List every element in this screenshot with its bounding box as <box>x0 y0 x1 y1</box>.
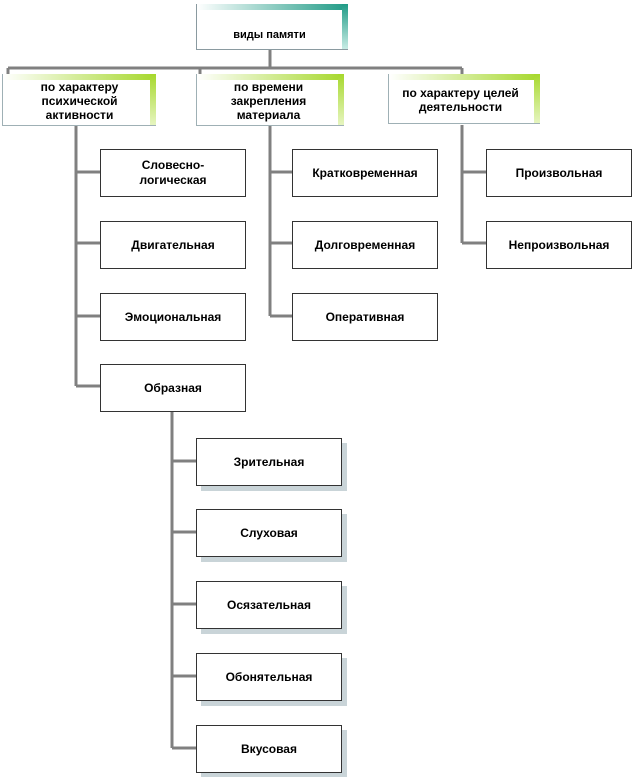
node-voluntary: Произвольная <box>486 149 632 197</box>
node-tactile: Осязательная <box>196 581 342 629</box>
node-involuntary: Непроизвольная <box>486 221 632 269</box>
node-verbal-logical: Словесно-логическая <box>100 149 246 197</box>
node-operative: Оперативная <box>292 293 438 341</box>
node-imagery: Образная <box>100 364 246 412</box>
category-psychic-activity: по характеру психической активности <box>2 74 156 126</box>
node-emotional: Эмоциональная <box>100 293 246 341</box>
category-activity-goals: по характеру целей деятельности <box>388 74 540 124</box>
node-visual: Зрительная <box>196 438 342 486</box>
category-label: по характеру психической активности <box>40 80 119 122</box>
root-node: виды памяти <box>196 4 348 50</box>
node-long-term: Долговременная <box>292 221 438 269</box>
category-label: по характеру целей деятельности <box>402 86 519 114</box>
node-auditory: Слуховая <box>196 509 342 557</box>
category-fixation-time: по времени закрепления материала <box>196 74 344 126</box>
category-label: по времени закрепления материала <box>230 80 307 122</box>
node-olfactory: Обонятельная <box>196 653 342 701</box>
root-label: виды памяти <box>233 29 306 41</box>
node-gustatory: Вкусовая <box>196 725 342 773</box>
node-short-term: Кратковременная <box>292 149 438 197</box>
node-motor: Двигательная <box>100 221 246 269</box>
